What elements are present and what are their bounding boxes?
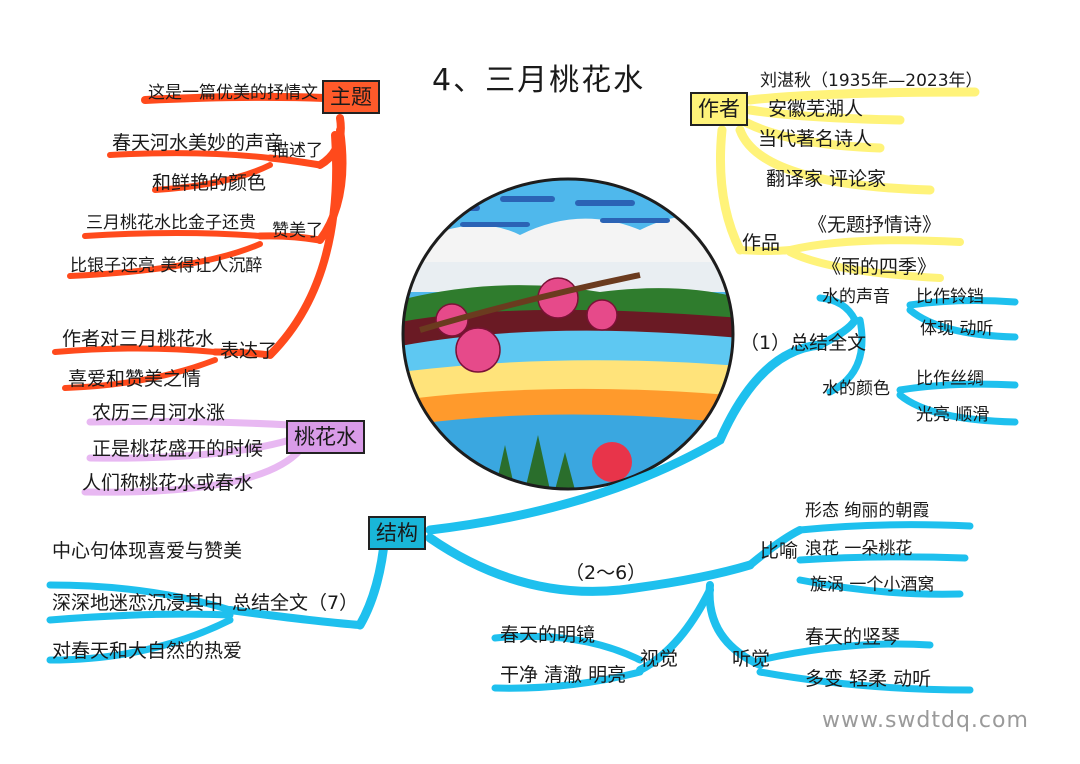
structure-color-label: 水的颜色	[822, 379, 890, 399]
peach-branch-lines	[81, 417, 304, 496]
structure-summary-7-item-3: 对春天和大自然的热爱	[52, 640, 243, 662]
structure-branch-lines	[46, 294, 1019, 694]
theme-describe-label: 描述了	[272, 141, 323, 161]
author-work-1: 《无题抒情诗》	[808, 214, 942, 236]
structure-summary-1-label: （1）总结全文	[740, 332, 867, 354]
theme-express-item-1: 作者对三月桃花水	[62, 328, 215, 350]
theme-tag: 主题	[322, 80, 380, 114]
structure-metaphor-label: 比喻	[760, 540, 799, 562]
structure-color-item-2: 光亮 顺滑	[916, 405, 990, 425]
theme-describe-item-2: 和鲜艳的颜色	[152, 172, 267, 194]
theme-intro: 这是一篇优美的抒情文	[148, 83, 318, 103]
structure-sight-item-1: 春天的明镜	[500, 624, 596, 646]
theme-describe-item-1: 春天河水美妙的声音	[112, 132, 284, 154]
author-origin: 安徽芜湖人	[768, 98, 864, 120]
peach-water-tag: 桃花水	[286, 420, 365, 454]
theme-branch-lines	[52, 92, 347, 391]
author-branch-lines	[716, 87, 980, 282]
page-title: 4、三月桃花水	[432, 63, 646, 98]
theme-express-label: 表达了	[220, 340, 278, 362]
author-role-2: 翻译家 评论家	[766, 168, 887, 190]
theme-praise-item-2: 比银子还亮 美得让人沉醉	[70, 256, 263, 276]
structure-hearing-item-2: 多变 轻柔 动听	[805, 668, 932, 690]
structure-metaphor-item-2: 浪花 一朵桃花	[805, 539, 913, 559]
structure-sound-item-1: 比作铃铛	[916, 287, 984, 307]
structure-hearing-label: 听觉	[732, 648, 771, 670]
theme-praise-label: 赞美了	[272, 221, 323, 241]
author-role-1: 当代著名诗人	[758, 128, 873, 150]
peach-water-line-1: 农历三月河水涨	[92, 402, 226, 424]
structure-tag: 结构	[368, 516, 426, 550]
peach-water-line-2: 正是桃花盛开的时候	[92, 438, 264, 460]
structure-metaphor-item-1: 形态 绚丽的朝霞	[805, 501, 930, 521]
peach-water-line-3: 人们称桃花水或春水	[82, 472, 254, 494]
structure-sight-item-2: 干净 清澈 明亮	[500, 664, 627, 686]
author-works-label: 作品	[742, 232, 781, 254]
structure-summary-7-item-1: 中心句体现喜爱与赞美	[52, 540, 243, 562]
structure-hearing-item-1: 春天的竖琴	[805, 626, 901, 648]
author-name: 刘湛秋（1935年—2023年）	[760, 71, 983, 91]
structure-sound-item-2: 体现 动听	[920, 319, 994, 339]
theme-express-item-2: 喜爱和赞美之情	[68, 368, 202, 390]
structure-summary-7-label: 总结全文（7）	[232, 592, 359, 614]
author-tag: 作者	[690, 92, 748, 126]
structure-summary-7-item-2: 深深地迷恋沉浸其中	[52, 592, 224, 614]
structure-sight-label: 视觉	[640, 648, 679, 670]
watermark: www.swdtdq.com	[822, 708, 1029, 733]
structure-middle-label: （2～6）	[565, 562, 647, 584]
structure-metaphor-item-3: 旋涡 一个小酒窝	[810, 575, 935, 595]
author-work-2: 《雨的四季》	[822, 256, 937, 278]
structure-sound-label: 水的声音	[822, 287, 890, 307]
structure-color-item-1: 比作丝绸	[916, 369, 984, 389]
theme-praise-item-1: 三月桃花水比金子还贵	[86, 213, 256, 233]
